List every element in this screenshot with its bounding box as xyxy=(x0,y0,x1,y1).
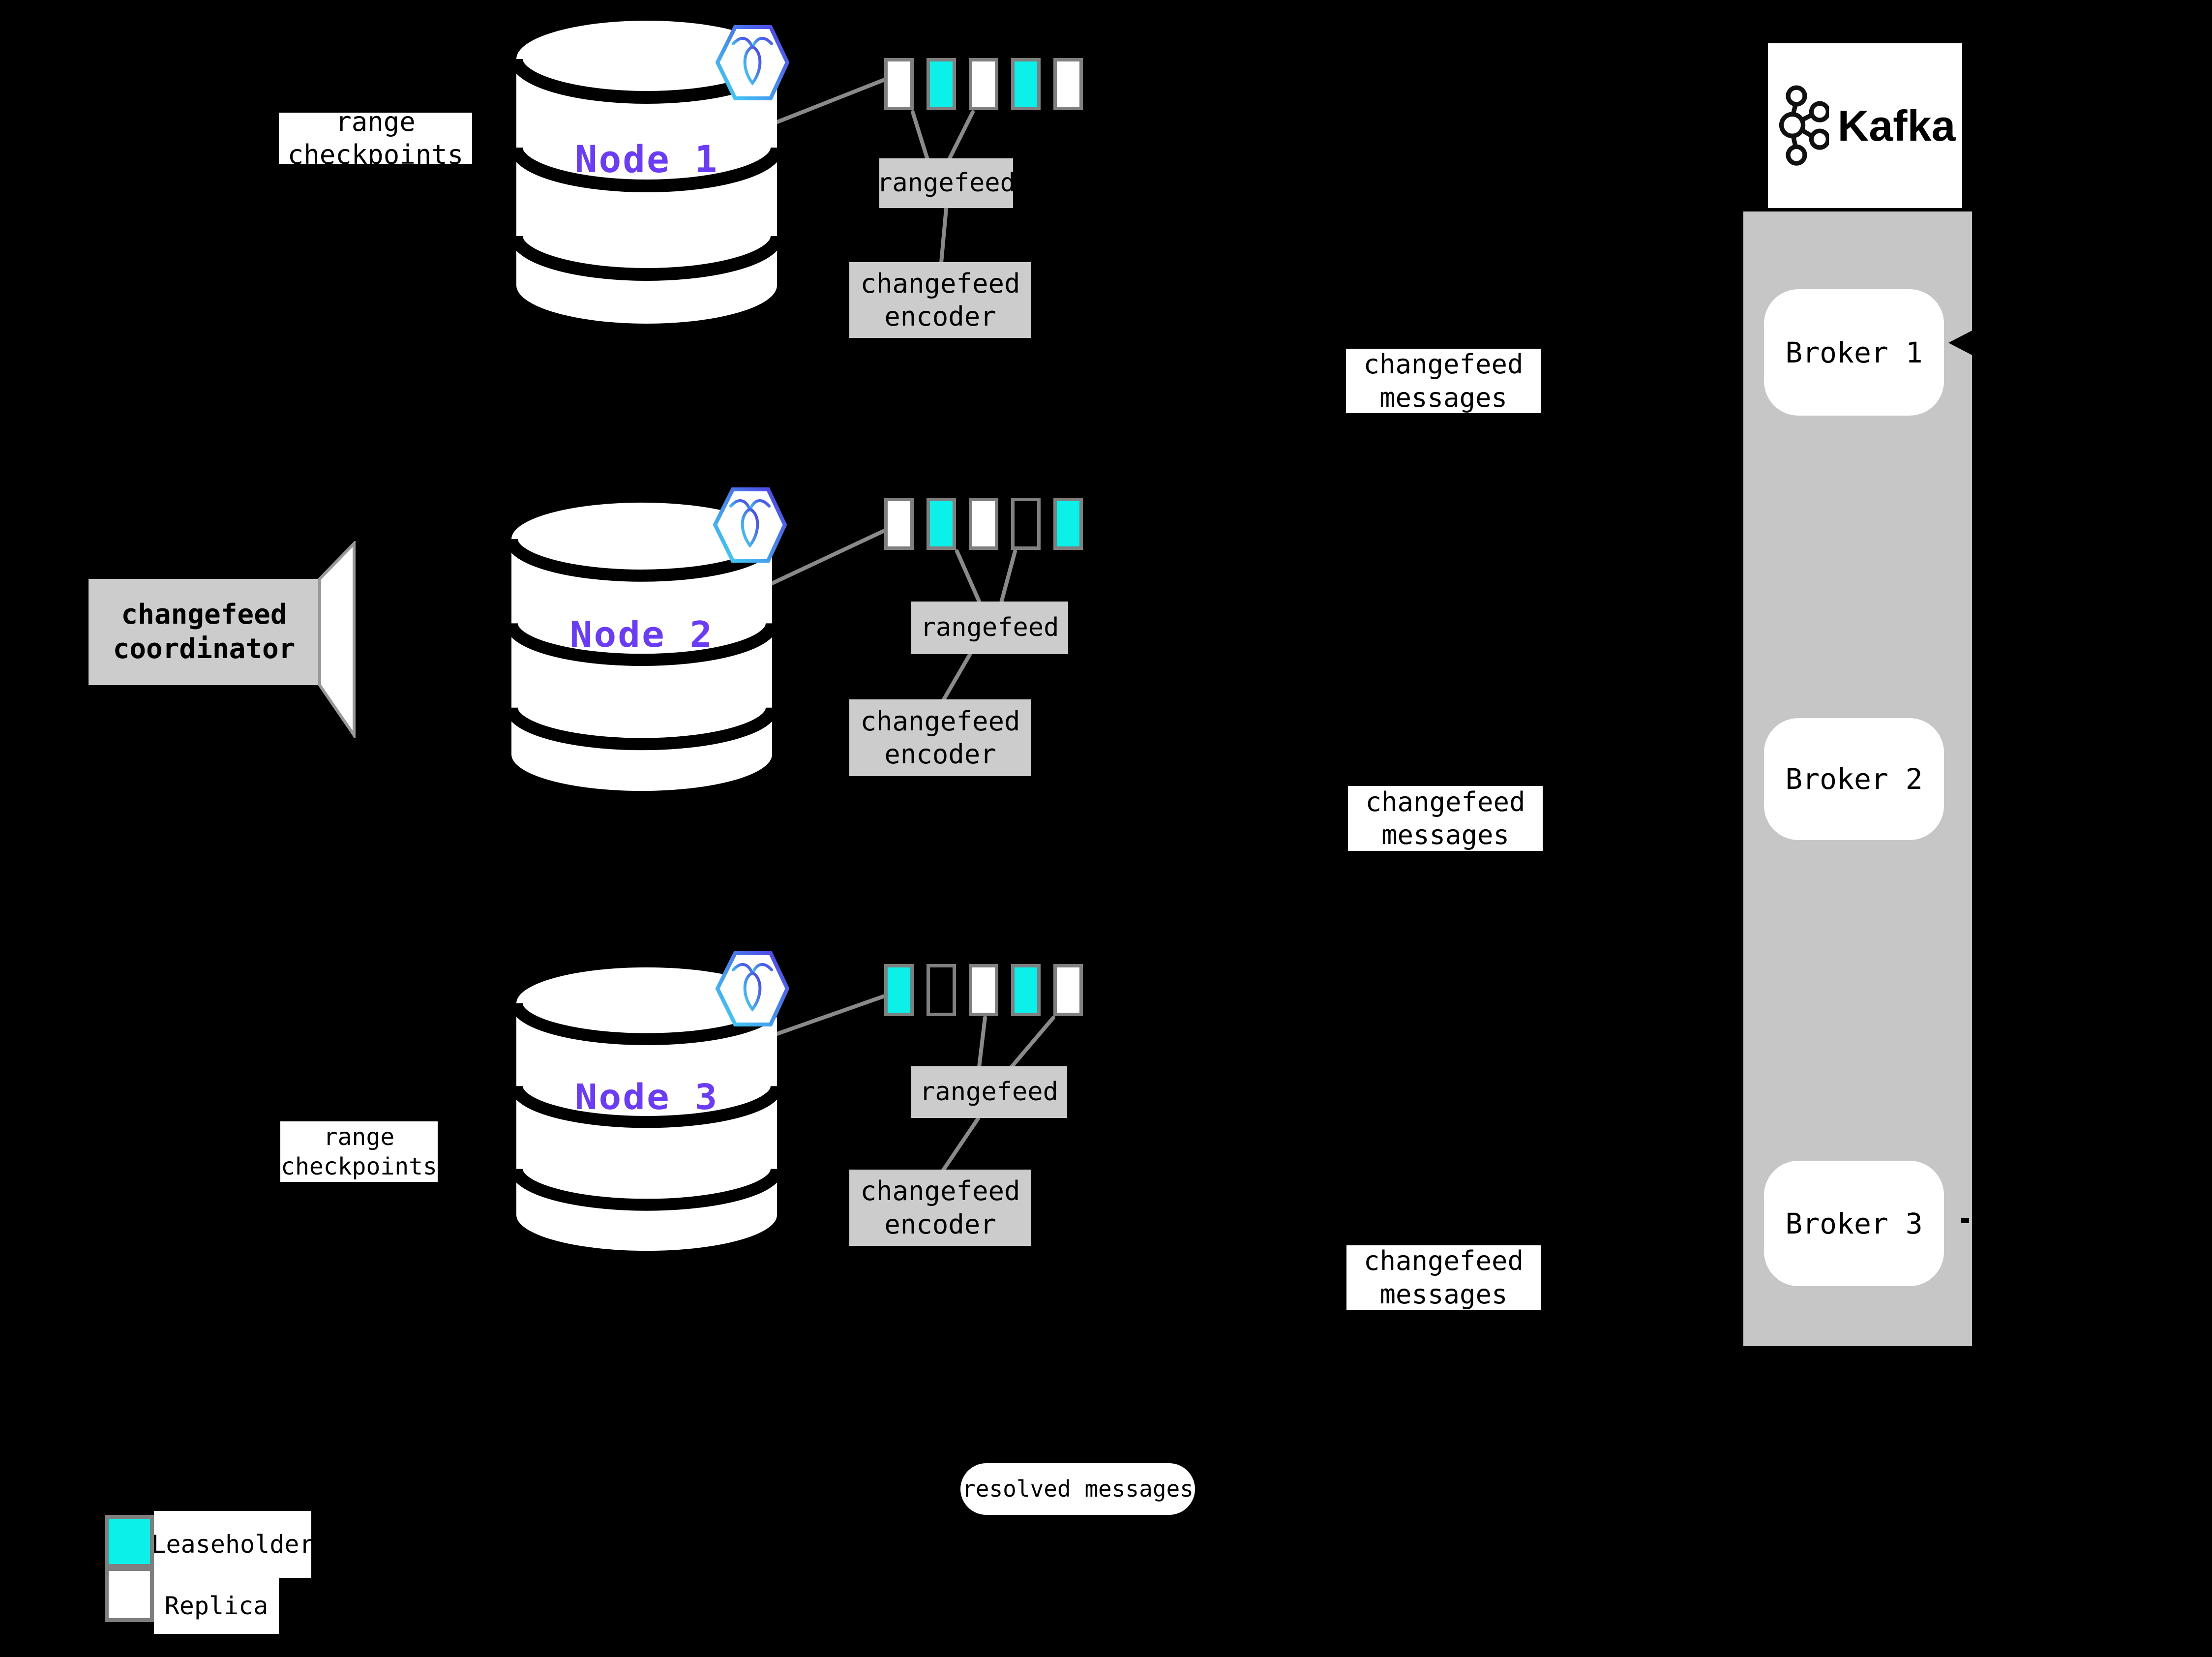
changefeed-coordinator-label: changefeed coordinator xyxy=(89,579,320,685)
rangefeed-label: rangefeed xyxy=(920,1077,1058,1107)
range-leaseholder xyxy=(1011,964,1041,1016)
encoder-label-line: encoder xyxy=(884,301,996,332)
resolved-messages-pill: resolved messages xyxy=(960,1463,1195,1515)
legend-leaseholder-swatch xyxy=(105,1515,154,1568)
node-2-rangefeed-box: rangefeed xyxy=(911,602,1068,654)
label-line: range xyxy=(323,1123,395,1151)
range-replica xyxy=(884,498,914,550)
range-leaseholder xyxy=(927,498,956,550)
messages-label-line: messages xyxy=(1381,819,1510,850)
range-replica xyxy=(1053,58,1083,110)
messages-label-line: changefeed xyxy=(1365,786,1525,817)
node-3-encoder-box: changefeed encoder xyxy=(849,1170,1031,1246)
encoder-label-line: encoder xyxy=(884,739,996,770)
range-replica xyxy=(1053,964,1083,1016)
label-line: range xyxy=(335,113,416,137)
range-replica xyxy=(969,498,998,550)
legend-replica-labelbox: Replica xyxy=(154,1578,279,1634)
encoder-label-line: changefeed xyxy=(860,1175,1020,1206)
node-2-cylinder: Node 2 xyxy=(511,502,772,791)
range-leaseholder xyxy=(1053,498,1083,550)
coordinator-callout-fold xyxy=(318,541,356,738)
broker-2-box: Broker 2 xyxy=(1764,718,1944,840)
coordinator-label-line: changefeed xyxy=(121,599,287,631)
node-1-encoder-box: changefeed encoder xyxy=(849,262,1031,338)
node-3-range-row xyxy=(884,964,1083,1016)
range-leaseholder xyxy=(884,964,914,1016)
node-3-rangefeed-box: rangefeed xyxy=(911,1066,1067,1118)
messages-label-line: changefeed xyxy=(1363,1245,1524,1276)
encoder-label-line: encoder xyxy=(884,1208,996,1240)
broker-label: Broker 1 xyxy=(1785,335,1923,369)
range-empty xyxy=(927,964,956,1016)
node-3-changefeed-messages-label: changefeed messages xyxy=(1346,1245,1541,1310)
messages-label-line: messages xyxy=(1379,382,1508,413)
range-checkpoints-label-bottom: range checkpoints xyxy=(280,1121,438,1182)
broker-1-box: Broker 1 xyxy=(1764,289,1944,416)
range-leaseholder xyxy=(1011,58,1041,110)
range-replica xyxy=(969,964,998,1016)
label-line: checkpoints xyxy=(281,1152,437,1180)
legend-replica-swatch xyxy=(105,1567,154,1622)
legend-leaseholder-labelbox: Leaseholder xyxy=(151,1511,314,1578)
cockroachdb-badge-icon xyxy=(716,951,789,1026)
cockroachdb-badge-icon xyxy=(713,487,787,563)
kafka-logo-box: Kafka xyxy=(1768,43,1962,208)
node-2-range-row xyxy=(884,498,1083,550)
node-1-range-row xyxy=(884,58,1083,110)
encoder-label-line: changefeed xyxy=(860,705,1020,737)
rangefeed-label: rangefeed xyxy=(920,613,1059,642)
range-replica xyxy=(969,58,998,110)
range-leaseholder xyxy=(927,58,956,110)
broker-label: Broker 3 xyxy=(1785,1206,1923,1240)
node-1-rangefeed-box: rangefeed xyxy=(877,158,1016,208)
node-1-label: Node 1 xyxy=(575,137,719,181)
range-replica xyxy=(884,58,914,110)
messages-label-line: changefeed xyxy=(1363,349,1524,380)
range-checkpoints-label-top: range checkpoints xyxy=(279,113,472,164)
kafka-wordmark: Kafka xyxy=(1837,101,1956,150)
broker-3-box: Broker 3 xyxy=(1764,1161,1944,1286)
node-1-cylinder: Node 1 xyxy=(516,21,777,324)
arrowhead-icon xyxy=(1948,330,1973,356)
node-2-changefeed-messages-label: changefeed messages xyxy=(1348,786,1543,851)
legend-replica-label: Replica xyxy=(164,1591,269,1620)
legend-leaseholder-label: Leaseholder xyxy=(151,1530,314,1559)
messages-label-line: messages xyxy=(1379,1278,1508,1310)
coordinator-label-line: coordinator xyxy=(113,633,296,665)
resolved-messages-label: resolved messages xyxy=(962,1475,1194,1502)
arrowhead-icon xyxy=(1961,1218,1969,1223)
cockroachdb-badge-icon xyxy=(716,25,789,100)
label-line: checkpoints xyxy=(287,139,464,164)
node-3-label: Node 3 xyxy=(575,1077,718,1117)
node-2-label: Node 2 xyxy=(570,614,714,656)
kafka-logo-icon xyxy=(1779,85,1829,166)
encoder-label-line: changefeed xyxy=(860,268,1020,299)
node-2-encoder-box: changefeed encoder xyxy=(849,699,1031,776)
node-3-cylinder: Node 3 xyxy=(516,967,777,1251)
broker-label: Broker 2 xyxy=(1785,762,1923,796)
node-1-changefeed-messages-label: changefeed messages xyxy=(1346,349,1541,413)
rangefeed-label: rangefeed xyxy=(877,168,1016,198)
range-empty xyxy=(1011,498,1041,550)
